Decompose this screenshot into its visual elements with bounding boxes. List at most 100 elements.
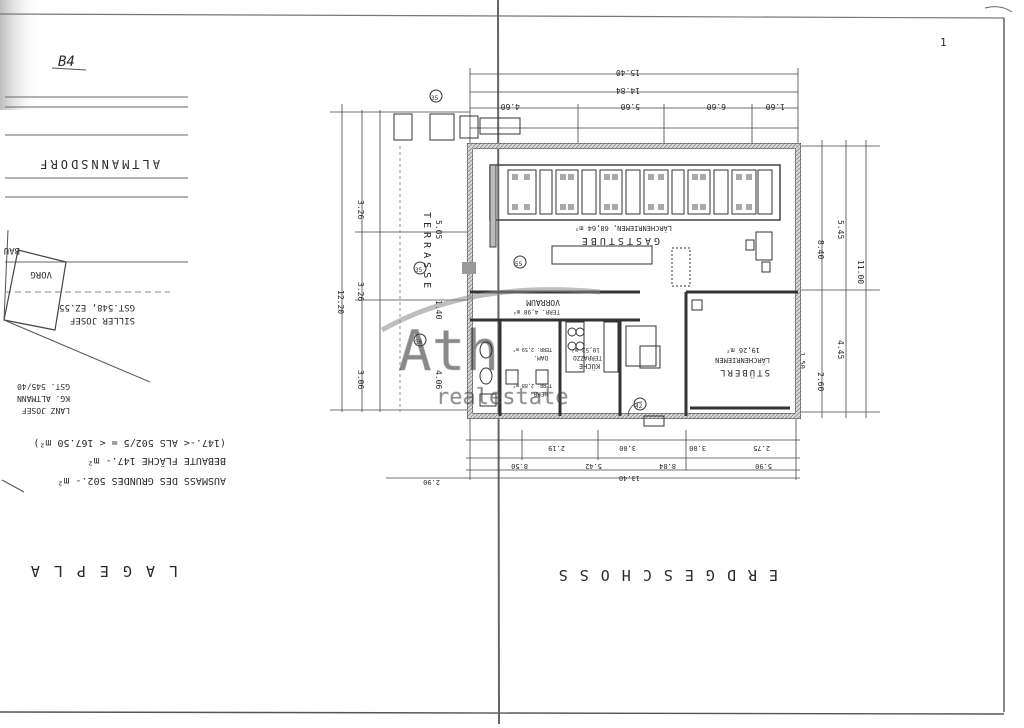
dim-bottom-3: 3.00 — [689, 444, 706, 452]
site-plan: B4 ALTMANNSDORF BAU VORG SILLER JOSEF GS… — [1, 54, 226, 580]
handwritten-note: B4 — [58, 54, 75, 70]
dim-right-5: 2.60 — [816, 372, 825, 391]
stueberl-area: 19,26 m² — [726, 346, 760, 354]
watermark-sub: realestate — [436, 385, 568, 410]
kitchen-area: 10,52 m² — [571, 346, 600, 353]
gaststube-floor: LÄRCHENRIEMEN, 68,64 m² — [575, 224, 672, 233]
area-line-2: BEBAUTE FLÄCHE 147.- m² — [88, 455, 226, 468]
stueberl-label: STÜBERL — [718, 367, 770, 378]
kitchen-floor: TERRAZZO — [573, 354, 602, 361]
scan-shadow — [0, 0, 40, 110]
kitchen-label: KÜCHE — [579, 362, 600, 371]
dim-left-2: 3.26 — [356, 200, 365, 219]
dim-left-5: 1.40 — [434, 300, 443, 319]
terrace-chair — [459, 115, 479, 139]
dim-bottom-6: 5.42 — [585, 462, 602, 470]
page-mark: 1 — [940, 36, 947, 49]
neighbor-1-name: SILLER JOSEF — [70, 315, 135, 325]
dim-top-2: 14.84 — [616, 86, 640, 95]
dim-bottom-2: 3.00 — [619, 444, 636, 452]
marker-circle-2 — [413, 261, 427, 275]
area-line-1: AUSMASS DES GRUNDES 502.- m² — [57, 475, 226, 486]
radiator — [462, 262, 476, 274]
dim-top-6: 1.60 — [766, 102, 785, 111]
floor-plan-title: ERDGESCHOSS — [547, 566, 778, 584]
floor-plan: 15.40 14.84 4.60 5.60 6.60 1.60 12.20 3.… — [330, 68, 880, 584]
dim-top-1: 15.40 — [616, 68, 640, 77]
area-line-3: (147.-< ALS 502/5 = < 167.50 m²) — [33, 437, 226, 448]
road-label: VORG — [30, 269, 52, 279]
edge-label: BAU — [4, 245, 20, 255]
top-border — [0, 13, 1005, 19]
dim-bottom-4: 2.75 — [753, 444, 770, 452]
stair — [671, 247, 691, 287]
herren-floor: TERR. 2,88 m² — [513, 382, 552, 388]
neighbor-2-district: KG. ALTMANN — [17, 394, 70, 403]
marker-circle-1 — [429, 89, 443, 103]
dim-top-5: 6.60 — [707, 102, 726, 111]
gaststube-chairs — [512, 174, 752, 210]
marker-4: 50 — [415, 339, 423, 346]
stueberl-floor: LÄRCHENRIEMEN — [715, 356, 770, 365]
top-dimension-lines — [469, 68, 799, 145]
marker-1: 35 — [431, 95, 439, 102]
door-swing — [627, 401, 643, 417]
neighbor-2-name: LANZ JOSEF — [22, 406, 70, 415]
dim-right-1: 11.00 — [856, 260, 865, 284]
toilet-fixtures — [479, 341, 549, 407]
dim-top-3: 4.60 — [501, 102, 520, 111]
watermark: Ath realestate — [380, 287, 601, 410]
terrace-counter — [479, 117, 521, 135]
site-plan-title: LAGEPLA — [17, 562, 178, 580]
bottom-border — [0, 711, 1005, 715]
dim-bottom-7: 8.84 — [659, 462, 676, 470]
damen-label: DAM. — [534, 354, 548, 361]
dim-left-6: 3.06 — [356, 370, 365, 389]
right-dimension-lines — [800, 140, 880, 418]
dim-right-4: 4.45 — [836, 340, 845, 359]
marker-circle-3 — [513, 255, 527, 269]
dim-right-2: 5.45 — [836, 220, 845, 239]
kitchen-equipment — [565, 321, 661, 373]
village-name: ALTMANNSDORF — [37, 157, 160, 171]
vorraum-floor: TERR. 4,98 m² — [513, 308, 560, 315]
dim-left-1: 12.20 — [336, 290, 345, 314]
dim-bottom-9: 13.40 — [619, 474, 640, 482]
damen-floor: TERR. 2,59 m² — [513, 346, 552, 352]
dim-top-4: 5.60 — [621, 102, 640, 111]
marker-circle-4 — [413, 333, 427, 347]
corner-table — [755, 231, 773, 261]
watermark-swoosh — [380, 287, 601, 333]
dim-left-3: 5.05 — [434, 220, 443, 239]
vorraum-label: VORRAUM — [526, 298, 560, 307]
marker-3: 35 — [415, 267, 423, 274]
interior-walls — [470, 290, 798, 416]
dim-bottom-1: 2.19 — [548, 444, 565, 452]
gaststube-label: GASTSTUBE — [579, 235, 660, 246]
bar-counter — [551, 245, 653, 265]
terrace-table — [429, 113, 455, 141]
neighbor-2-parcel: GST. 545/40 — [17, 382, 70, 391]
dim-bottom-10: 2.90 — [423, 478, 440, 486]
dim-right-3: 8.40 — [816, 240, 825, 259]
bottom-dimension-lines — [386, 418, 800, 480]
terrace-bench — [393, 113, 413, 141]
parcel-outline — [3, 249, 67, 331]
dim-bottom-5: 8.50 — [511, 462, 528, 470]
marker-2: 55 — [515, 261, 523, 268]
herren-label: HERR. — [530, 390, 548, 397]
stueberl-marker — [691, 299, 703, 311]
watermark-brand: Ath — [398, 319, 499, 384]
dim-right-6: 1.50 — [798, 352, 806, 369]
scan-mark — [984, 6, 1013, 13]
dim-bottom-8: 5.90 — [755, 462, 772, 470]
dim-left-7: 4.06 — [434, 370, 443, 389]
gaststube-tables — [507, 169, 773, 215]
terrace-label: TERRASSE — [421, 212, 432, 292]
marker-5: 42 — [635, 403, 643, 410]
dim-left-4: 3.26 — [356, 282, 365, 301]
neighbor-1-parcel: GST.548, EZ.55 — [59, 302, 135, 312]
entrance-step — [643, 415, 665, 427]
